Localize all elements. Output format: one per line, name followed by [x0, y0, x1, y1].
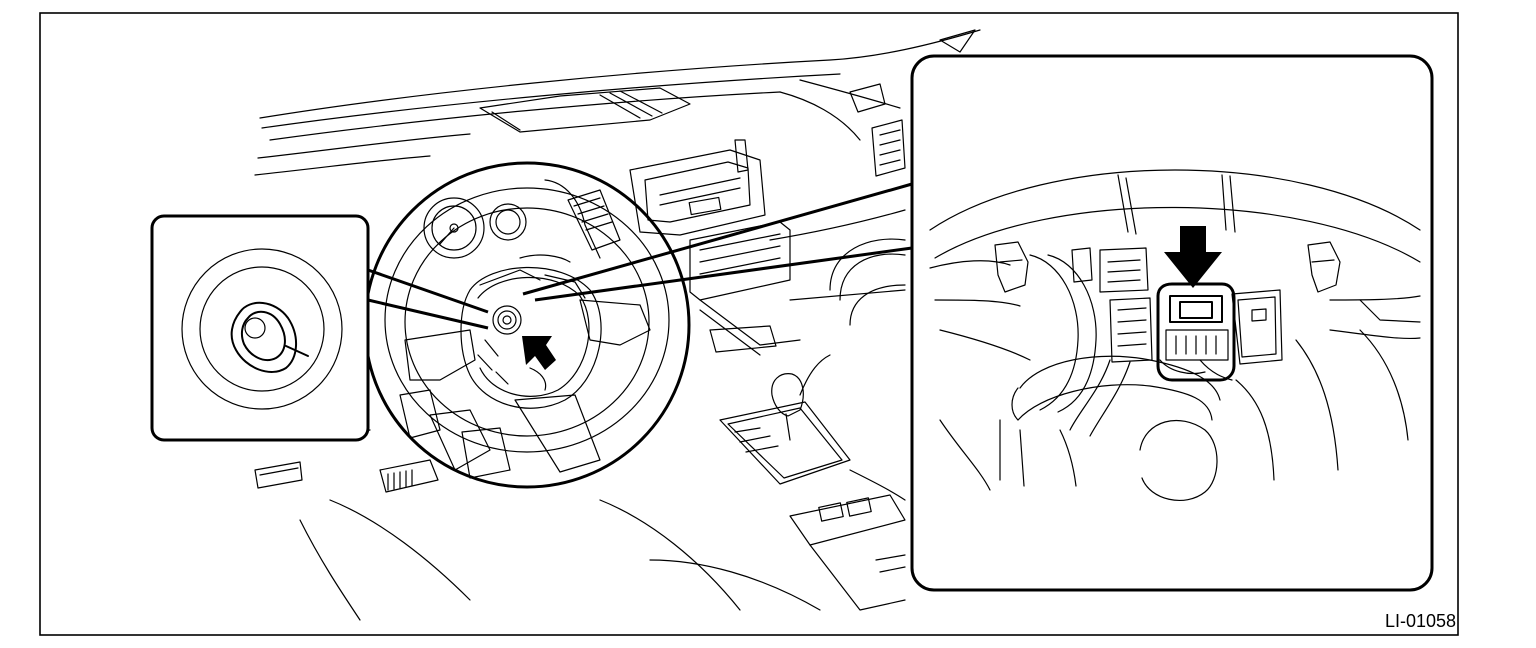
- right-detail-inset: [522, 54, 1434, 592]
- left-detail-inset: [150, 214, 489, 442]
- down-arrow-icon: [1164, 226, 1222, 288]
- connector-icon: [1156, 282, 1236, 382]
- figure-code: LI-01058: [1385, 611, 1456, 631]
- hub-marker-arrow: [522, 336, 556, 370]
- dashboard-scene: [254, 29, 981, 621]
